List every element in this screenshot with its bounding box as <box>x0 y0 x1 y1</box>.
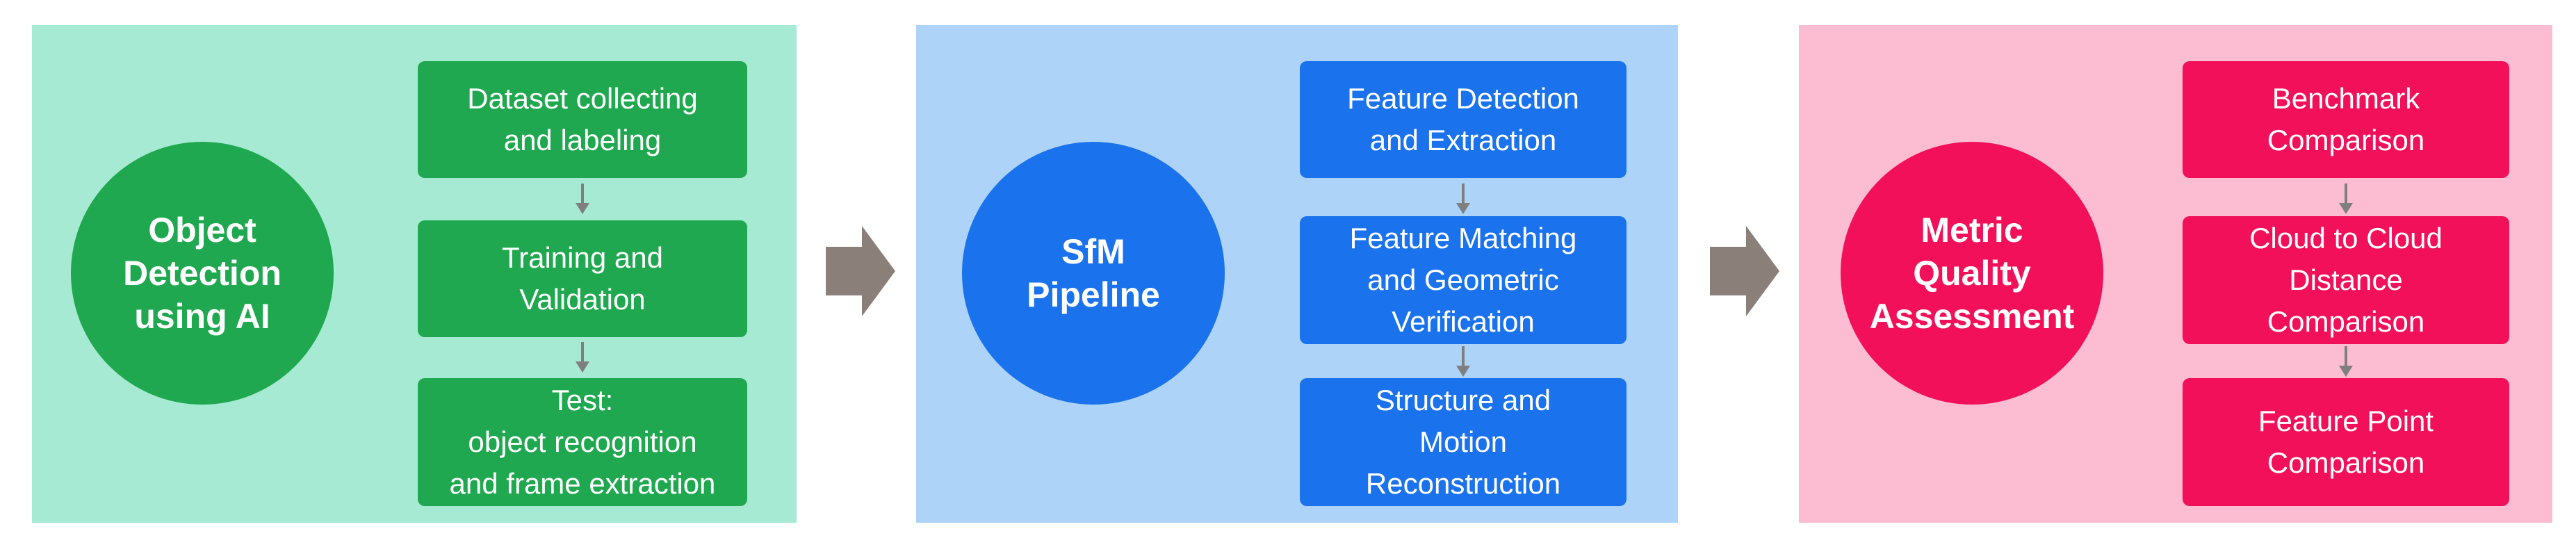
metric-quality-title: Metric Quality Assessment <box>1869 211 2075 336</box>
step-label: Feature Detection and Extraction <box>1347 82 1579 156</box>
sfm-pipeline-title: SfM Pipeline <box>1027 232 1160 314</box>
panel-object-detection: Object Detection using AI Dataset collec… <box>32 25 797 523</box>
step-training-validation: Training and Validation <box>418 220 747 337</box>
step-structure-motion: Structure and Motion Reconstruction <box>1300 378 1627 506</box>
connector-arrow-1-1 <box>576 184 589 214</box>
object-detection-circle: Object Detection using AI <box>71 142 334 405</box>
flow-arrow-2 <box>1710 226 1779 316</box>
step-feature-point: Feature Point Comparison <box>2183 378 2509 506</box>
connector-arrow-3-1 <box>2339 184 2353 214</box>
sfm-pipeline-circle: SfM Pipeline <box>962 142 1225 405</box>
connector-arrow-2-1 <box>1456 184 1470 214</box>
panel-sfm-pipeline: SfM Pipeline Feature Detection and Extra… <box>916 25 1678 523</box>
metric-quality-circle: Metric Quality Assessment <box>1841 142 2103 405</box>
step-label: Cloud to Cloud Distance Comparison <box>2249 222 2443 338</box>
step-feature-detection: Feature Detection and Extraction <box>1300 61 1627 178</box>
step-label: Dataset collecting and labeling <box>467 82 698 156</box>
object-detection-title: Object Detection using AI <box>123 211 282 336</box>
flow-arrow-1 <box>826 226 895 316</box>
step-label: Test: object recognition and frame extra… <box>449 384 716 500</box>
connector-arrow-1-2 <box>576 342 589 373</box>
connector-arrow-3-2 <box>2339 346 2353 377</box>
step-feature-matching: Feature Matching and Geometric Verificat… <box>1300 216 1627 344</box>
step-label: Feature Matching and Geometric Verificat… <box>1349 222 1577 338</box>
step-cloud-distance: Cloud to Cloud Distance Comparison <box>2183 216 2509 344</box>
step-dataset-collecting: Dataset collecting and labeling <box>418 61 747 178</box>
step-label: Feature Point Comparison <box>2258 405 2434 479</box>
panel-metric-quality: Metric Quality Assessment Benchmark Comp… <box>1799 25 2552 523</box>
step-test-recognition: Test: object recognition and frame extra… <box>418 378 747 506</box>
step-label: Benchmark Comparison <box>2267 82 2425 156</box>
step-label: Structure and Motion Reconstruction <box>1365 384 1561 500</box>
connector-arrow-2-2 <box>1456 346 1470 377</box>
step-label: Training and Validation <box>502 241 663 316</box>
step-benchmark-comparison: Benchmark Comparison <box>2183 61 2509 178</box>
